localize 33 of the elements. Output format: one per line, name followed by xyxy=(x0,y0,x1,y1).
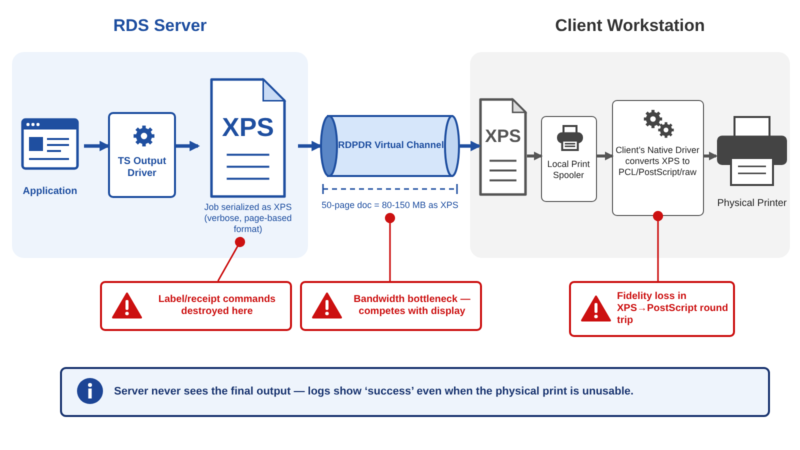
channel-label: RDPDR Virtual Channel xyxy=(337,140,445,152)
application-label: Application xyxy=(22,186,78,198)
leader-line xyxy=(652,210,664,281)
warning-box xyxy=(300,281,482,331)
info-banner xyxy=(60,367,770,417)
arrow xyxy=(176,140,200,152)
driver-label: TS Output Driver xyxy=(116,156,168,180)
info-text: Server never sees the final output — logs show ‘success’ even when the physical print is unusable. xyxy=(114,385,635,399)
warning-text: Fidelity loss in XPS→PostScript round trip xyxy=(617,291,729,327)
spooler-box xyxy=(541,116,597,202)
arrow xyxy=(298,140,322,152)
printer-label: Physical Printer xyxy=(716,198,788,210)
warning-box xyxy=(569,281,735,337)
warning-text: Bandwidth bottleneck — competes with display xyxy=(352,294,472,318)
arrow xyxy=(597,152,614,160)
panel-heading: RDS Server xyxy=(112,16,208,36)
leader-line xyxy=(384,212,396,281)
arrow xyxy=(704,152,718,160)
document-label: XPS xyxy=(220,114,276,140)
spooler-label: Local Print Spooler xyxy=(546,159,591,181)
driver-box xyxy=(612,100,704,216)
driver-label: Client’s Native Driver converts XPS to PCL/PostScript/raw xyxy=(615,145,700,178)
document-label: XPS xyxy=(484,127,522,146)
arrow xyxy=(460,140,482,152)
warning-box xyxy=(100,281,292,331)
warning-text: Label/receipt commands destroyed here xyxy=(157,294,277,318)
dimension-label: 50-page doc = 80-150 MB as XPS xyxy=(320,200,460,211)
arrow xyxy=(527,152,543,160)
leader-line xyxy=(217,236,246,282)
arrow xyxy=(84,140,110,152)
driver-box xyxy=(108,112,176,198)
document-caption: Job serialized as XPS (verbose, page-based format) xyxy=(203,202,293,234)
panel-heading: Client Workstation xyxy=(554,16,706,36)
